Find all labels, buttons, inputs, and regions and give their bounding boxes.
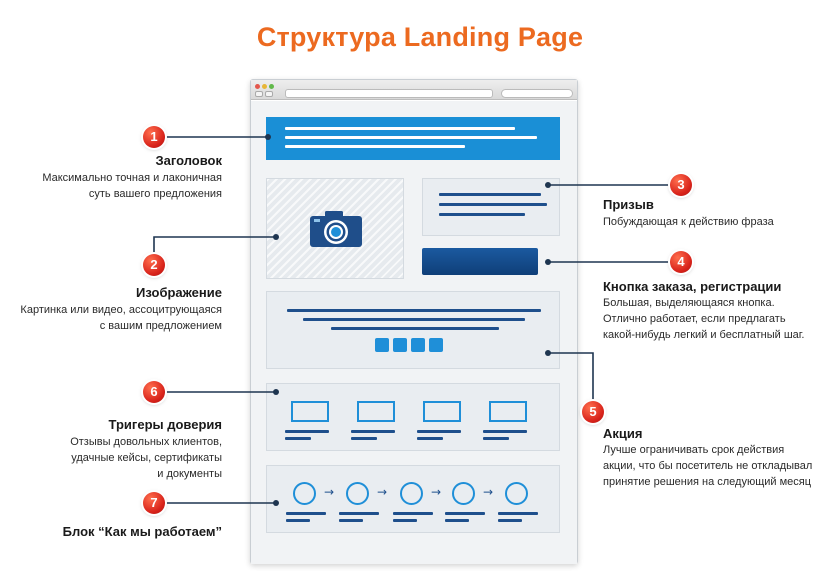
page-title: Структура Landing Page (256, 22, 584, 52)
promo-block (266, 291, 560, 369)
header-block (266, 117, 560, 160)
step-circle (452, 482, 475, 505)
promo-line (331, 327, 499, 330)
cta-line (439, 193, 541, 196)
caption-title-7: Блок “Как мы работаем” (62, 524, 222, 539)
caption-text-5-line3: принятие решения на следующий месяц (603, 476, 812, 488)
caption-text-1-line1: Максимально точная и лаконичная (42, 172, 222, 184)
step-circle (293, 482, 316, 505)
caption-title-5: Акция (603, 426, 643, 441)
camera-icon (310, 211, 362, 247)
step-line (286, 512, 326, 515)
caption-text-5-line2: акции, что бы посетитель не откладывал (603, 460, 813, 472)
promo-square (429, 338, 443, 352)
caption-text-2-line1: Картинка или видео, ассоцитрующаяся (20, 304, 222, 316)
arrow-right-icon: → (377, 485, 388, 499)
promo-line (287, 309, 541, 312)
trust-line (483, 437, 509, 440)
badge-6: 6 (143, 381, 165, 403)
caption-title-1: Заголовок (155, 153, 222, 168)
arrow-right-icon: → (324, 485, 335, 499)
badge-5: 5 (582, 401, 604, 423)
caption-text-4-line1: Большая, выделяющаяся кнопка. (603, 297, 775, 309)
search-bar (501, 89, 573, 98)
step-line (393, 512, 433, 515)
trust-line (285, 430, 329, 433)
back-button-icon (255, 91, 263, 97)
trust-block (266, 383, 560, 451)
step-circle (346, 482, 369, 505)
step-circle (505, 482, 528, 505)
caption-text-6-line2: удачные кейсы, сертификаты (71, 452, 222, 464)
badge-4: 4 (670, 251, 692, 273)
order-button-mock (422, 248, 538, 275)
promo-square (393, 338, 407, 352)
image-block (266, 178, 404, 279)
trust-line (417, 437, 443, 440)
call-to-action-block (422, 178, 560, 236)
browser-mockup: → → → → (250, 79, 578, 564)
cta-line (439, 213, 525, 216)
caption-text-4-line3: какой-нибудь легкий и бесплатный шаг. (603, 329, 805, 341)
promo-line (303, 318, 525, 321)
step-line (393, 519, 417, 522)
caption-text-6-line3: и документы (157, 468, 222, 480)
caption-title-2: Изображение (136, 285, 222, 300)
promo-square (375, 338, 389, 352)
landing-page-body: → → → → (251, 101, 577, 564)
caption-title-3: Призыв (603, 197, 654, 212)
minimize-window-dot (262, 84, 267, 89)
step-line (445, 519, 469, 522)
step-line (286, 519, 310, 522)
header-line (285, 136, 537, 139)
testimonial-frame (489, 401, 527, 422)
caption-text-4-line2: Отлично работает, если предлагать (603, 313, 786, 325)
browser-toolbar (251, 80, 577, 100)
trust-line (351, 437, 377, 440)
testimonial-frame (291, 401, 329, 422)
arrow-right-icon: → (431, 485, 442, 499)
step-line (498, 512, 538, 515)
trust-line (417, 430, 461, 433)
forward-button-icon (265, 91, 273, 97)
badge-2: 2 (143, 254, 165, 276)
step-line (498, 519, 522, 522)
badge-3: 3 (670, 174, 692, 196)
trust-line (285, 437, 311, 440)
cta-line (439, 203, 547, 206)
header-line (285, 145, 465, 148)
step-circle (400, 482, 423, 505)
caption-text-2-line2: с вашим предложением (99, 320, 222, 332)
caption-text-5-line1: Лучше ограничивать срок действия (603, 444, 785, 456)
caption-text-1-line2: суть вашего предложения (88, 188, 222, 200)
arrow-right-icon: → (483, 485, 494, 499)
step-line (339, 512, 379, 515)
address-bar (285, 89, 493, 98)
badge-1: 1 (143, 126, 165, 148)
testimonial-frame (357, 401, 395, 422)
caption-title-4: Кнопка заказа, регистрации (603, 279, 782, 294)
maximize-window-dot (269, 84, 274, 89)
caption-title-6: Тригеры доверия (108, 417, 222, 432)
step-line (339, 519, 363, 522)
badge-7: 7 (143, 492, 165, 514)
trust-line (483, 430, 527, 433)
how-we-work-block: → → → → (266, 465, 560, 533)
step-line (445, 512, 485, 515)
promo-square (411, 338, 425, 352)
caption-text-3-line1: Побуждающая к действию фраза (603, 216, 774, 228)
testimonial-frame (423, 401, 461, 422)
trust-line (351, 430, 395, 433)
close-window-dot (255, 84, 260, 89)
header-line (285, 127, 515, 130)
caption-text-6-line1: Отзывы довольных клиентов, (70, 436, 222, 448)
